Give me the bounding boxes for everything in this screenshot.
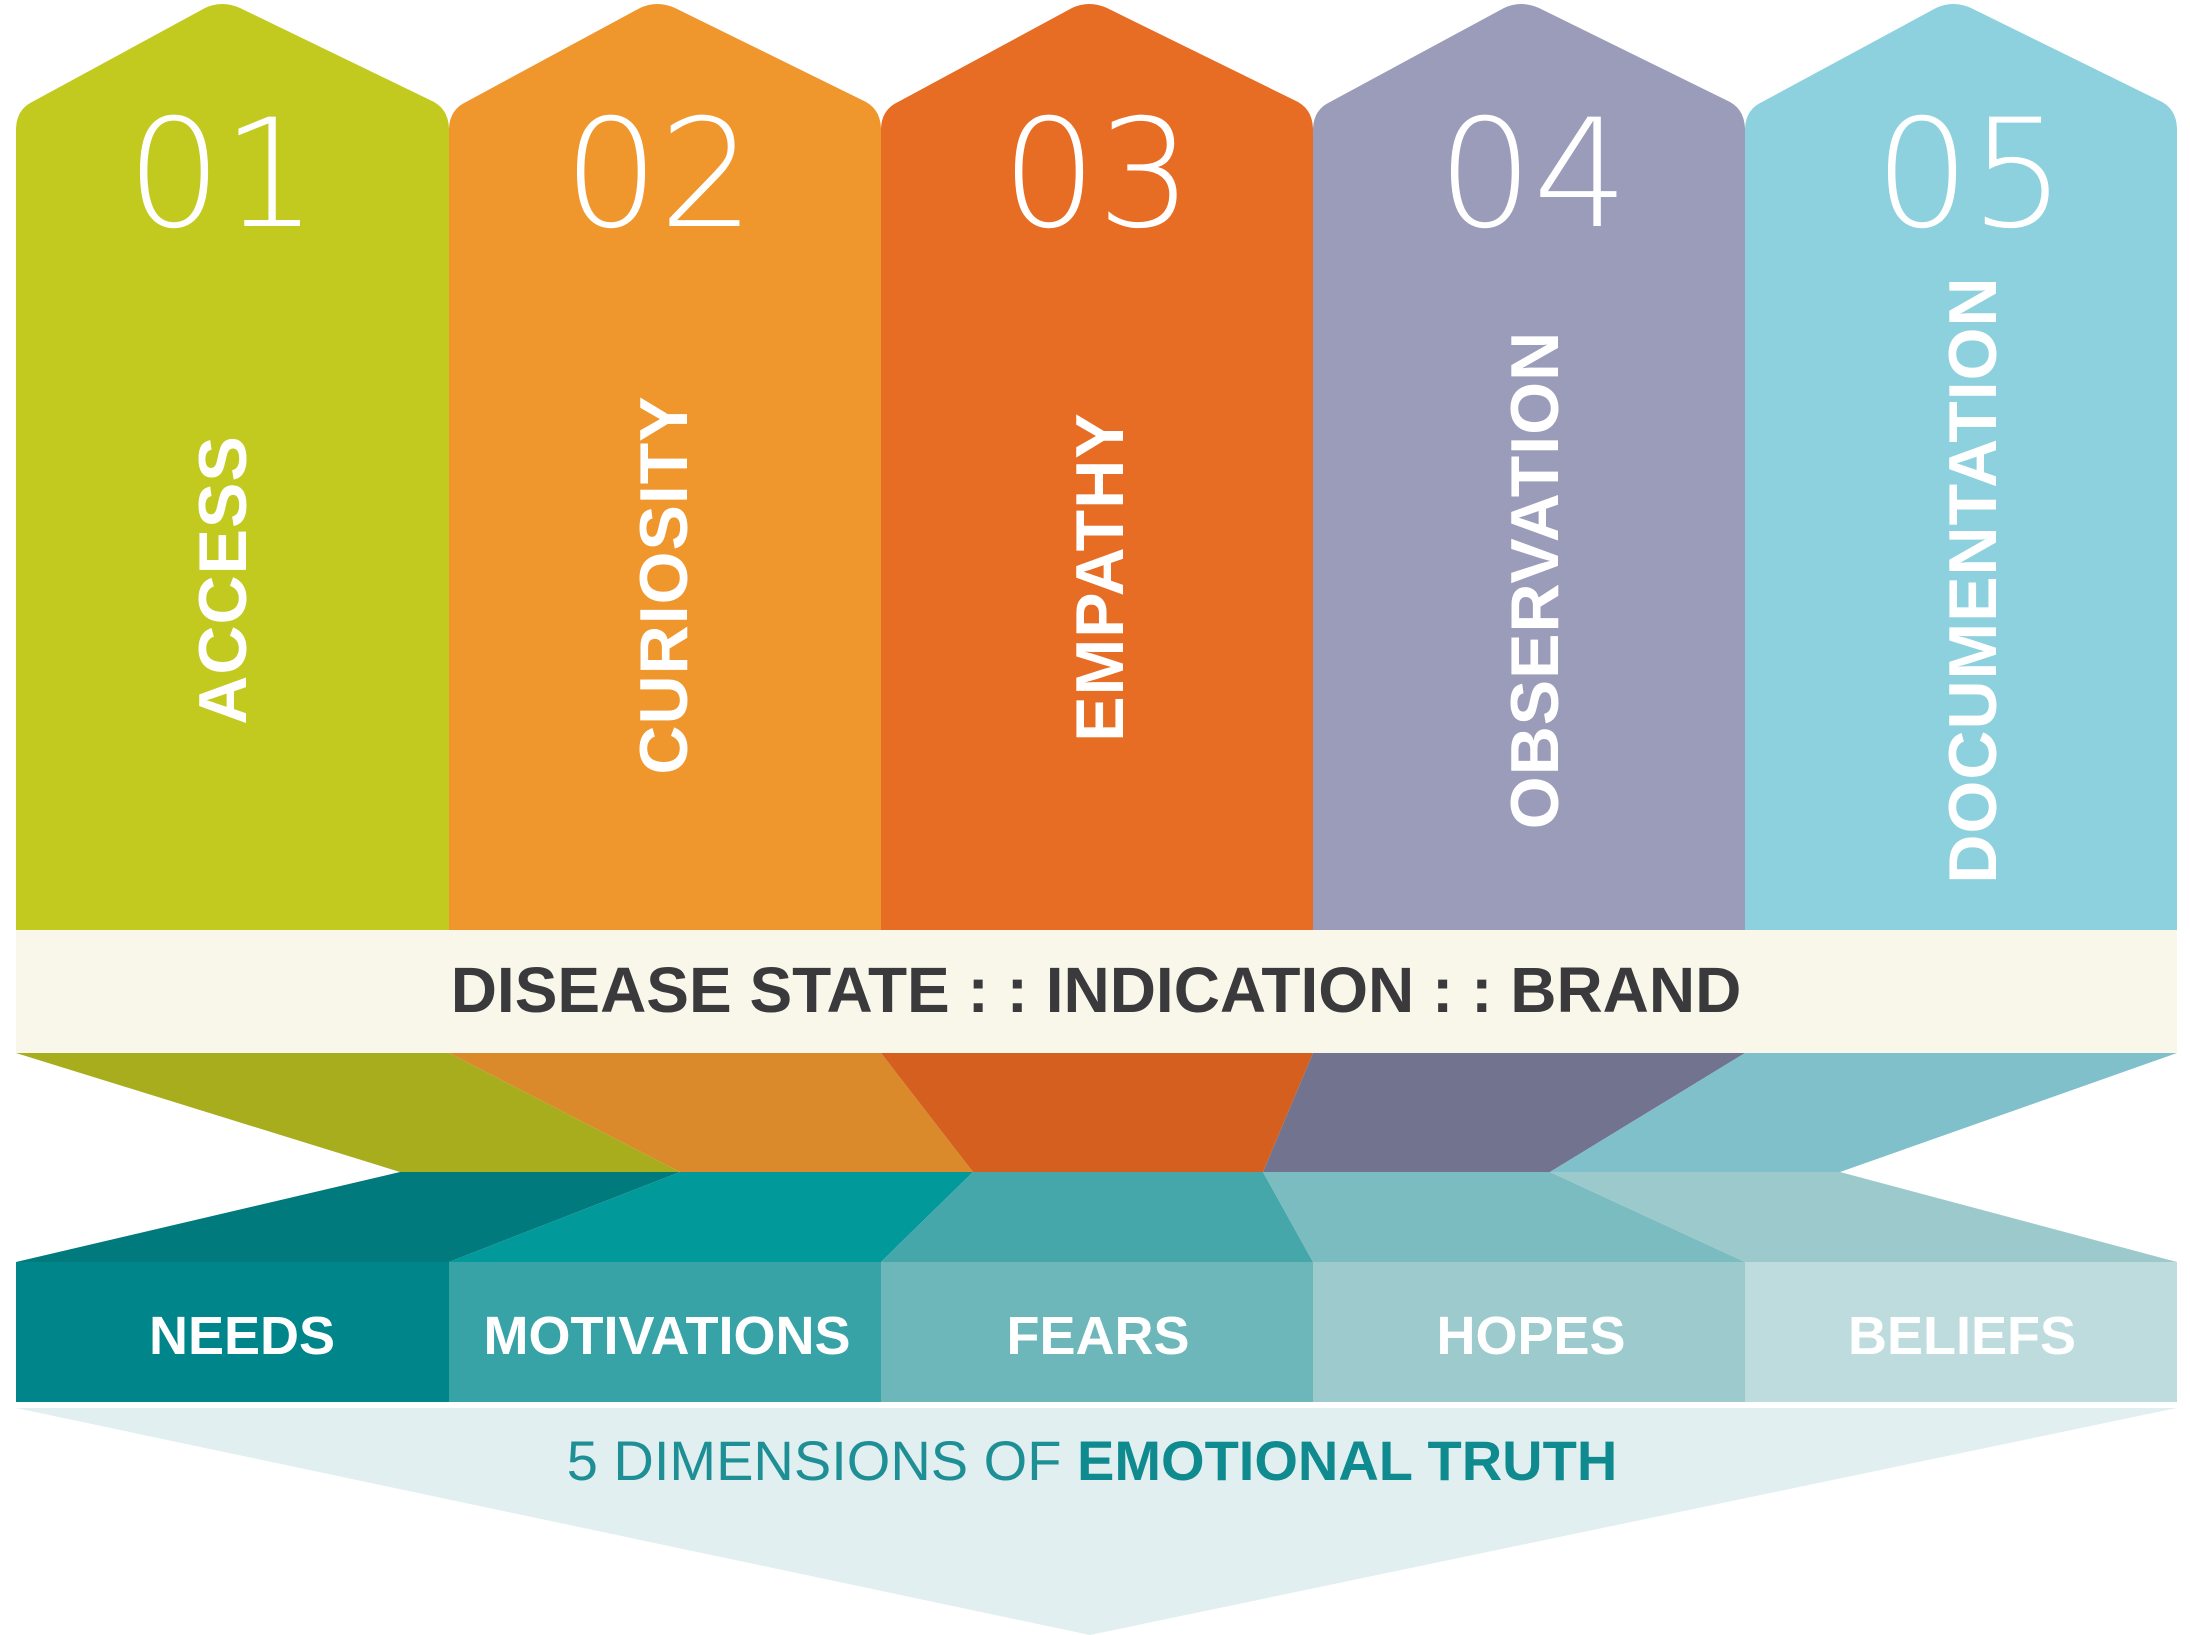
dimension-hopes [1313, 1262, 1745, 1402]
band-text: DISEASE STATE : : INDICATION : : BRAND [451, 954, 1742, 1026]
dimension-top-beliefs [1550, 1172, 2177, 1262]
caption-prefix: 5 DIMENSIONS OF [567, 1429, 1077, 1492]
funnel-shade-documentation [1550, 1053, 2177, 1172]
dimension-beliefs [1745, 1262, 2177, 1402]
dimension-top-hopes [1263, 1172, 1745, 1262]
pillar-col-4 [1313, 4, 1745, 930]
pillar-curiosity [449, 4, 881, 930]
pillar-label-access: ACCESS [185, 435, 261, 724]
pillar-label-empathy: EMPATHY [1062, 412, 1138, 741]
pillar-number-4: 04 [1438, 88, 1629, 262]
dimension-label-hopes: HOPES [1436, 1306, 1625, 1366]
caption-arrow [16, 1408, 2177, 1635]
dimension-label-beliefs: BELIEFS [1848, 1306, 2076, 1366]
dimension-top-fears [881, 1172, 1313, 1262]
pillar-col-3 [881, 4, 1313, 930]
funnel-shade-empathy [881, 1053, 1313, 1172]
dimension-label-needs: NEEDS [149, 1306, 335, 1366]
dimension-top-needs [16, 1172, 680, 1262]
dimension-top-motivations [449, 1172, 973, 1262]
funnel-shade-curiosity [449, 1053, 973, 1172]
pillar-label-curiosity: CURIOSITY [626, 395, 702, 774]
pillar-documentation [1745, 4, 2177, 930]
pillar-access [16, 4, 449, 930]
pillar-label-observation: OBSERVATION [1497, 331, 1573, 829]
caption-emphasis: EMOTIONAL TRUTH [1077, 1429, 1617, 1492]
disease-state-band [16, 930, 2177, 1053]
pillar-number-1: 01 [127, 88, 318, 262]
pillar-col-2 [449, 4, 881, 930]
pillar-observation [1313, 4, 1745, 930]
pillar-number-5: 05 [1875, 88, 2066, 262]
dimension-motivations [449, 1262, 881, 1402]
dimension-label-motivations: MOTIVATIONS [484, 1306, 851, 1366]
pillar-number-3: 03 [1002, 88, 1193, 262]
pillar-empathy [881, 4, 1313, 930]
pillar-col-5 [1745, 4, 2177, 930]
caption: 5 DIMENSIONS OF EMOTIONAL TRUTH [567, 1429, 1618, 1492]
funnel-shade-access [16, 1053, 680, 1172]
pillar-label-documentation: DOCUMENTATION [1935, 276, 2011, 883]
pillar-number-2: 02 [564, 88, 755, 262]
dimension-needs [16, 1262, 449, 1402]
dimension-label-fears: FEARS [1006, 1306, 1189, 1366]
funnel-shade-observation [1263, 1053, 1745, 1172]
pillar-col-1 [16, 4, 449, 930]
dimension-fears [881, 1262, 1313, 1402]
